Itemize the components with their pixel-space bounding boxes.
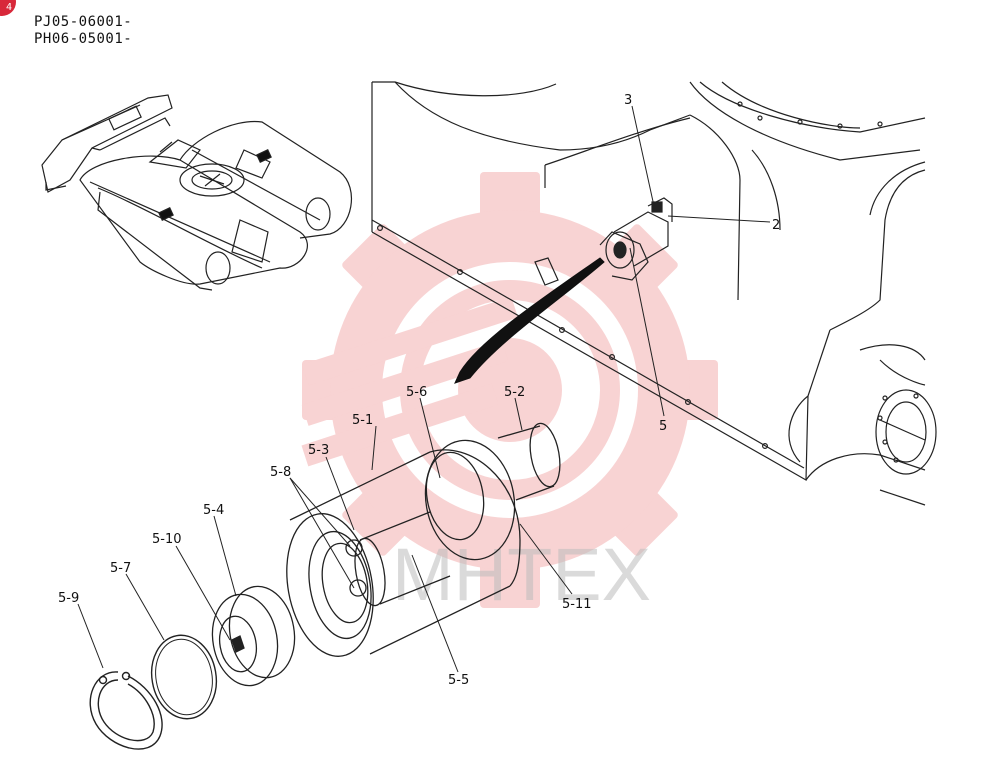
detail-arrow bbox=[454, 257, 605, 384]
callout-3: 3 bbox=[624, 93, 632, 108]
callout-5-2: 5-2 bbox=[504, 385, 525, 400]
callout-5-11: 5-11 bbox=[562, 597, 592, 612]
leader-lines bbox=[77, 105, 771, 673]
page-corner-badge: 4 bbox=[0, 0, 16, 16]
callout-5-9: 5-9 bbox=[58, 591, 79, 606]
o-ring bbox=[150, 634, 218, 720]
collar bbox=[211, 585, 296, 687]
undercarriage-inset bbox=[41, 94, 353, 291]
callout-2: 2 bbox=[772, 218, 780, 233]
watermark-gear-logo bbox=[301, 172, 718, 608]
callout-labels: 3 2 5 5-1 5-2 5-6 5-3 5-8 5-4 5-10 5-7 5… bbox=[58, 93, 780, 688]
callout-5-5: 5-5 bbox=[448, 673, 469, 688]
callout-5-1: 5-1 bbox=[352, 413, 373, 428]
callout-5: 5 bbox=[659, 419, 667, 434]
mounted-roller-assembly bbox=[605, 197, 673, 269]
callout-5-3: 5-3 bbox=[308, 443, 329, 458]
callout-5-10: 5-10 bbox=[152, 532, 182, 547]
track-frame bbox=[371, 81, 937, 506]
callout-5-4: 5-4 bbox=[203, 503, 224, 518]
roller-shaft bbox=[345, 422, 561, 607]
callout-5-7: 5-7 bbox=[110, 561, 131, 576]
watermark-text: MHTEX bbox=[392, 533, 651, 616]
roller-body bbox=[286, 439, 521, 657]
callout-5-6: 5-6 bbox=[406, 385, 427, 400]
serial-range-1: PJ05-06001- bbox=[34, 14, 133, 30]
snap-ring bbox=[89, 671, 163, 750]
serial-range-2: PH06-05001- bbox=[34, 31, 133, 47]
callout-5-8: 5-8 bbox=[270, 465, 291, 480]
